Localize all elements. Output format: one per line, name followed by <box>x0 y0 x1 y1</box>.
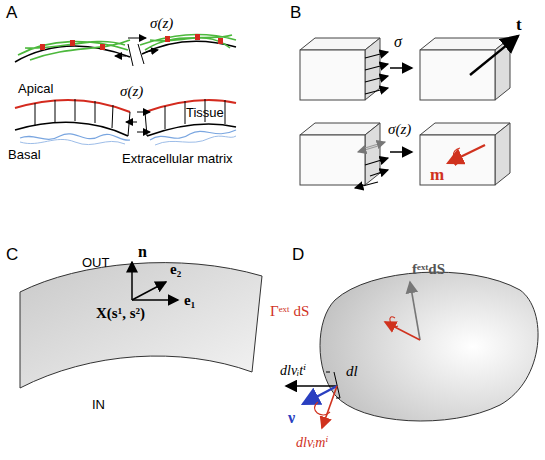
figure-stroke <box>315 402 330 415</box>
figure-label: D <box>292 246 304 263</box>
figure-label: IN <box>92 398 105 411</box>
figure-label: dl <box>346 364 358 379</box>
figure-stroke <box>165 36 170 42</box>
figure-label: m <box>430 166 444 183</box>
figure-stroke <box>132 299 178 301</box>
figure-stroke <box>453 148 462 160</box>
figure-stroke <box>286 385 337 387</box>
figure-stroke <box>390 317 398 327</box>
figure-stroke <box>126 122 137 123</box>
figure-stroke <box>365 76 388 82</box>
figure-stroke <box>326 372 340 398</box>
figure-label: ν <box>288 410 295 426</box>
figure-stroke <box>146 50 158 52</box>
figure-stroke <box>15 35 236 66</box>
figure-stroke <box>300 38 510 185</box>
figure-label: t <box>516 16 522 33</box>
figure-label: fᵉˣᵗdS <box>412 262 445 277</box>
figure-stroke <box>115 56 126 57</box>
figure-label: n <box>138 244 147 260</box>
figure-stroke <box>137 132 150 133</box>
figure-stroke <box>131 262 133 300</box>
figure-label: Apical <box>18 82 53 95</box>
figure-label: σ <box>394 34 402 50</box>
figure-stroke <box>20 263 262 388</box>
figure-stroke <box>365 158 388 165</box>
figure-label: σ(z) <box>388 122 411 137</box>
figure-label: σ(z) <box>120 84 143 99</box>
figure-label: Extracellular matrix <box>122 152 233 165</box>
figure-label: A <box>6 4 17 21</box>
figure-label: dlνᵢtⁱ <box>280 364 306 378</box>
figure-stroke <box>410 282 420 340</box>
figure-stroke <box>385 322 420 340</box>
figure-label: B <box>290 4 301 21</box>
figure-stroke <box>390 67 412 69</box>
figure-stroke <box>365 88 388 94</box>
figure-stroke <box>300 50 365 100</box>
figure-label: e₁ <box>184 293 195 308</box>
figure-stroke <box>137 112 150 113</box>
figure-stroke <box>358 146 378 152</box>
figure-label: σ(z) <box>150 16 173 31</box>
figure-stroke <box>448 145 485 163</box>
figure-stroke <box>420 50 495 100</box>
figure-stroke <box>365 64 388 70</box>
figure-stroke <box>470 36 518 75</box>
figure-stroke <box>40 44 45 50</box>
figure-stroke <box>35 99 225 136</box>
figure-stroke <box>15 99 236 145</box>
figure-stroke <box>218 38 223 44</box>
figure-stroke <box>18 35 236 60</box>
figure-label: X(s¹, s²) <box>96 306 145 321</box>
figure-stroke <box>390 151 412 153</box>
figure-stroke <box>495 123 510 185</box>
figure-stroke <box>195 34 200 40</box>
figure-stroke <box>300 135 365 185</box>
figure-stroke <box>128 38 146 39</box>
figure-stroke <box>70 40 75 46</box>
figure-stroke <box>20 136 236 145</box>
figure-label: Tissue <box>186 106 224 119</box>
figure-stroke <box>132 282 166 300</box>
figure-stroke <box>128 44 133 66</box>
figure-stroke <box>320 272 538 421</box>
figure-stroke <box>420 135 495 185</box>
figure-stroke <box>40 34 223 50</box>
figure-label: Basal <box>8 148 41 161</box>
figure-label: Γᵉˣᵗ dS <box>270 304 309 319</box>
figure-stroke <box>138 44 144 64</box>
figure-stroke <box>370 170 388 176</box>
figure-label: OUT <box>82 256 109 269</box>
figure-stroke <box>355 182 378 188</box>
figure-label: C <box>6 246 18 263</box>
figure-stroke <box>365 52 388 58</box>
figure-stroke <box>355 36 518 188</box>
figure-label: dlνᵢmⁱ <box>296 436 328 450</box>
figure-stroke <box>322 386 337 428</box>
figure-label: e₂ <box>170 262 181 277</box>
figure-stroke <box>100 44 105 50</box>
figure-stroke <box>20 130 236 140</box>
